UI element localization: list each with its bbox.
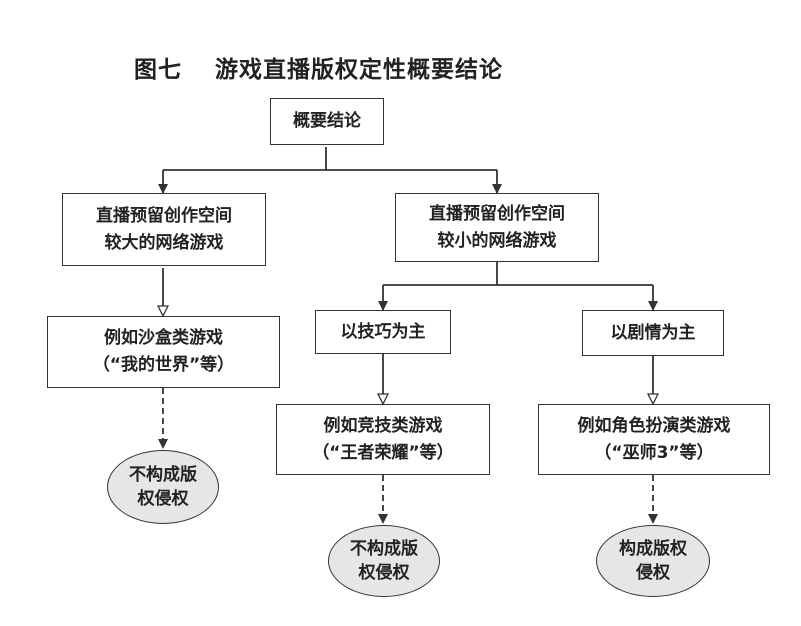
left-category-line-2: 较大的网络游戏 [104,232,224,253]
left-example-line-1: 例如沙盒类游戏 [104,328,223,348]
skill-conclusion-line-1: 不构成版 [350,539,418,559]
skill-example-line-2: （“王者荣耀”等） [312,442,454,463]
plot-example-line-2: （“巫师3”等） [594,442,714,463]
right-category-line-1: 直播预留创作空间 [429,203,565,224]
figure-title: 图七 游戏直播版权定性概要结论 [134,57,504,83]
root-node: 概要结论 [270,98,384,145]
root-node-label: 概要结论 [293,111,361,131]
skill-node: 以技巧为主 [315,310,451,354]
left-conclusion-line-2: 权侵权 [137,489,189,509]
skill-conclusion-line-2: 权侵权 [358,563,410,583]
plot-node-label: 以剧情为主 [610,322,696,343]
left-example-node: 例如沙盒类游戏 （“我的世界”等） [47,316,280,388]
right-category-line-2: 较小的网络游戏 [437,230,557,251]
skill-node-label: 以技巧为主 [340,321,426,342]
plot-conclusion-line-2: 侵权 [636,563,670,583]
left-category-line-1: 直播预留创作空间 [96,205,232,226]
skill-conclusion-node: 不构成版 权侵权 [328,525,440,597]
left-example-line-2: （“我的世界”等） [92,355,235,375]
plot-example-line-1: 例如角色扮演类游戏 [577,415,731,436]
skill-example-node: 例如竞技类游戏 （“王者荣耀”等） [276,404,490,475]
left-conclusion-node: 不构成版 权侵权 [107,450,219,524]
plot-conclusion-node: 构成版权 侵权 [596,525,710,597]
plot-example-node: 例如角色扮演类游戏 （“巫师3”等） [538,404,770,475]
skill-example-line-1: 例如竞技类游戏 [323,415,443,436]
plot-node: 以剧情为主 [582,310,724,356]
right-category-node: 直播预留创作空间 较小的网络游戏 [395,193,599,262]
left-category-node: 直播预留创作空间 较大的网络游戏 [62,193,266,266]
plot-conclusion-line-1: 构成版权 [619,539,687,559]
left-conclusion-line-1: 不构成版 [129,465,197,485]
